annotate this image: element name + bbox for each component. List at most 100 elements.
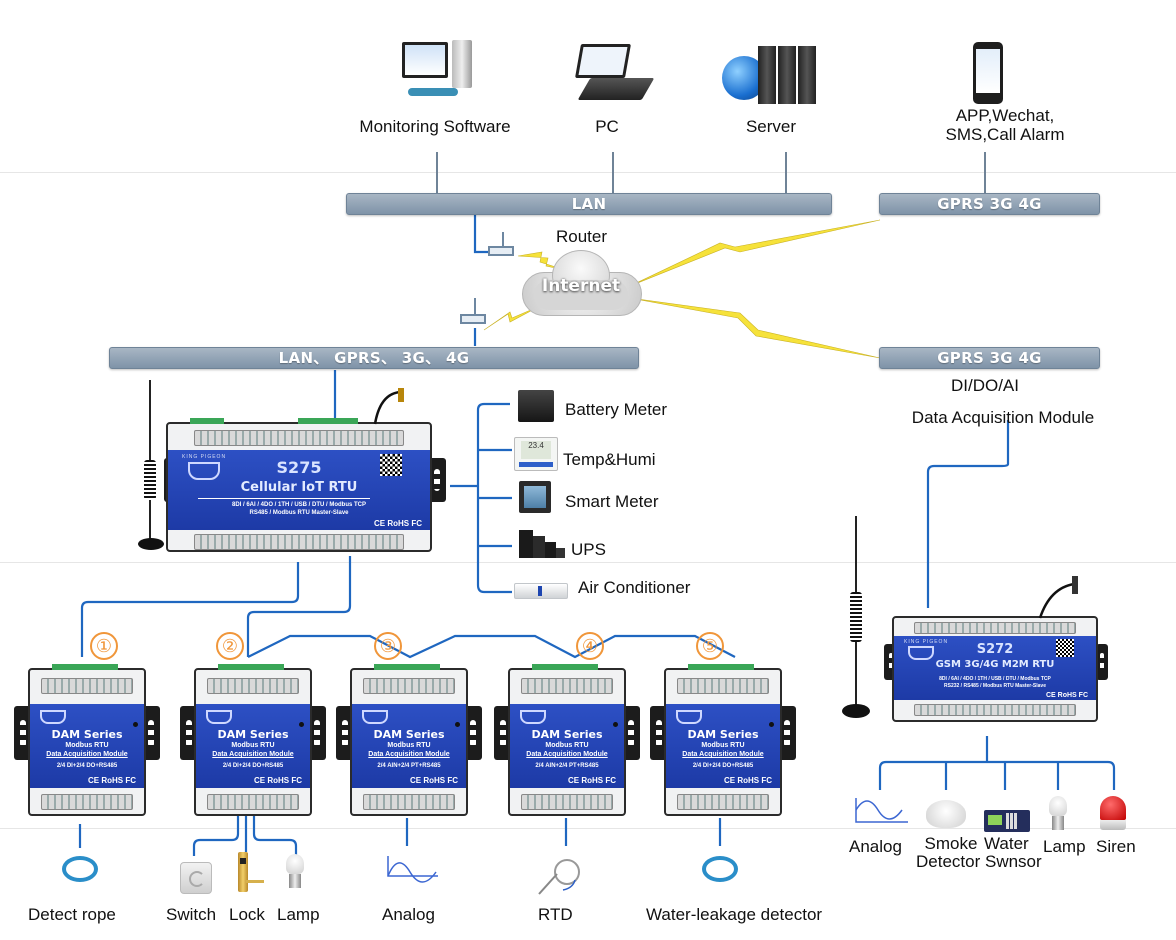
- rtu-title: Cellular IoT RTU: [240, 480, 358, 495]
- dam-protocol-label: Modbus RTU: [545, 742, 589, 749]
- dam-series-label: DAM Series: [217, 728, 289, 741]
- brand-label: KING PIGEON: [904, 639, 949, 645]
- sensor-label-switch: Switch: [166, 905, 217, 924]
- mobile-alarm-line2: SMS,Call Alarm: [945, 125, 1065, 144]
- antenna-icon: [842, 516, 870, 722]
- antenna-cable-icon: [373, 388, 404, 425]
- sensor-label-water-leakage: Water-leakage detector: [646, 905, 823, 924]
- rtu-title: GSM 3G/4G M2M RTU: [935, 659, 1055, 670]
- lan-gprs-bar: LAN、 GPRS、 3G、 4G: [109, 347, 639, 369]
- sensor-label-rtd: RTD: [538, 905, 573, 924]
- module-number-badge: ④: [576, 632, 604, 660]
- sensor-label-analog: Analog: [382, 905, 435, 924]
- rtu-spec1: 8DI / 6AI / 4DO / 1TH / USB / DTU / Modb…: [939, 676, 1051, 682]
- dam-module-panel: DAM Series Modbus RTU Data Acquisition M…: [30, 704, 144, 788]
- water-leakage-icon: [702, 856, 738, 882]
- lamp-icon: [1049, 796, 1067, 834]
- sensor-label-lock: Lock: [229, 905, 265, 924]
- rtd-probe-icon: [538, 859, 580, 895]
- right-sensor-label: Siren: [1096, 837, 1136, 856]
- wire-right-sensor-bus: [878, 760, 1116, 790]
- analog-wave-icon: [387, 856, 438, 883]
- rtu-s275-device: KING PIGEON S275 Cellular IoT RTU 8DI / …: [166, 418, 432, 552]
- battery-meter-icon: [518, 390, 554, 422]
- sensor-label-lamp: Lamp: [277, 905, 320, 924]
- lan-bar: LAN: [346, 193, 832, 215]
- dam-series-label: DAM Series: [687, 728, 759, 741]
- divider: [0, 172, 1176, 173]
- cert-label: CE RoHS FC: [724, 776, 772, 785]
- rtu-model: S272: [976, 642, 1014, 657]
- dam-title-label: Data Acquisition Module: [368, 751, 450, 758]
- cert-label: CE RoHS FC: [88, 776, 136, 785]
- water-label-line2: Swnsor: [984, 852, 1042, 871]
- module-io-label: DI/DO/AI: [950, 376, 1019, 395]
- dam-module-panel: DAM Series Modbus RTU Data Acquisition M…: [666, 704, 780, 788]
- terminal-strip: [194, 534, 404, 550]
- router-icon: [488, 232, 516, 258]
- water-label-line1: Water: [984, 834, 1029, 853]
- smoke-label-line1: Smoke: [924, 834, 978, 853]
- mounting-ear: [308, 706, 326, 760]
- right-sensor-label: Analog: [849, 837, 902, 856]
- right-sensor-label: Smoke: [916, 834, 986, 853]
- smoke-label-line2: Detector: [916, 852, 981, 871]
- king-pigeon-logo-icon: [908, 646, 934, 660]
- wire-right-module: [926, 420, 1010, 608]
- terminal-block: [52, 664, 118, 670]
- sensor-label-detect-rope: Detect rope: [28, 905, 116, 924]
- lamp-icon: [286, 854, 304, 892]
- rtu-model: S275: [276, 458, 322, 477]
- king-pigeon-logo-icon: [520, 710, 546, 724]
- cert-label: CE RoHS FC: [374, 519, 422, 528]
- monitoring-software-icon: [400, 40, 475, 102]
- detect-rope-icon: [62, 856, 98, 882]
- dam-module-panel: DAM Series Modbus RTU Data Acquisition M…: [196, 704, 310, 788]
- terminal-strip: [194, 430, 404, 446]
- king-pigeon-logo-icon: [676, 710, 702, 724]
- terminal-block: [532, 664, 598, 670]
- divider: [0, 562, 1176, 563]
- server-icon: [722, 46, 822, 110]
- internet-label: Internet: [541, 276, 621, 296]
- pc-label: PC: [595, 117, 619, 136]
- ups-icon: [519, 530, 565, 558]
- wire-dam1: [80, 562, 300, 657]
- status-led-icon: [455, 722, 460, 727]
- king-pigeon-logo-icon: [188, 462, 220, 480]
- peripheral-label: Air Conditioner: [578, 578, 691, 597]
- module-number-badge: ③: [374, 632, 402, 660]
- dam-module-device: DAM Series Modbus RTU Data Acquisition M…: [664, 664, 782, 816]
- rtu-spec2: RS232 / RS485 / Modbus RTU Master-Slave: [944, 683, 1046, 689]
- dam-module-device: DAM Series Modbus RTU Data Acquisition M…: [508, 664, 626, 816]
- dam-series-label: DAM Series: [373, 728, 445, 741]
- laptop-icon: [572, 44, 655, 108]
- cert-label: CE RoHS FC: [254, 776, 302, 785]
- terminal-strip: [914, 622, 1076, 634]
- module-number-badge: ②: [216, 632, 244, 660]
- mounting-ear: [142, 706, 160, 760]
- terminal-strip: [207, 678, 299, 694]
- dam-spec-label: 2/4 DI+2/4 DO+RS485: [692, 763, 754, 769]
- gprs-bar-right: GPRS 3G 4G: [879, 347, 1100, 369]
- switch-icon: [180, 862, 212, 894]
- king-pigeon-logo-icon: [206, 710, 232, 724]
- dam-module-panel: DAM Series Modbus RTU Data Acquisition M…: [352, 704, 466, 788]
- dam-protocol-label: Modbus RTU: [231, 742, 275, 749]
- mobile-alarm-label: APP,Wechat, SMS,Call Alarm: [930, 106, 1080, 144]
- dam-spec-label: 2/4 DI+2/4 DO+RS485: [56, 763, 118, 769]
- smartphone-icon: [973, 42, 1003, 104]
- lightning-gprs-right: [629, 297, 881, 359]
- peripheral-label: Smart Meter: [565, 492, 659, 511]
- peripheral-label: Temp&Humi: [563, 450, 656, 469]
- mounting-ear: [180, 706, 198, 760]
- dam-module-panel: DAM Series Modbus RTU Data Acquisition M…: [510, 704, 624, 788]
- mounting-ear: [1096, 644, 1108, 680]
- king-pigeon-logo-icon: [40, 710, 66, 724]
- divider: [0, 828, 1176, 829]
- smoke-detector-icon: [926, 800, 966, 828]
- mounting-ear: [650, 706, 668, 760]
- mounting-ear: [428, 458, 446, 502]
- status-led-icon: [769, 722, 774, 727]
- terminal-strip: [207, 794, 299, 810]
